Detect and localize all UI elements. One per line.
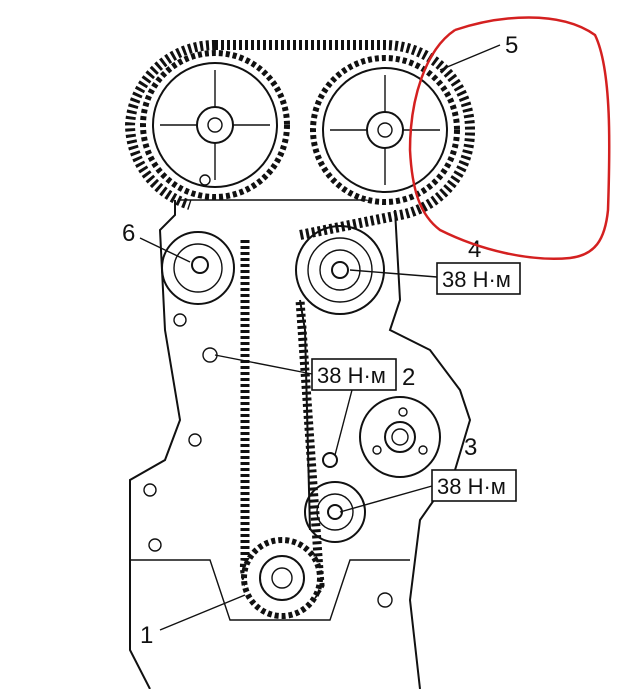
water-pump-pulley xyxy=(359,396,441,478)
torque-label-lower-idler: 38 Н·м xyxy=(431,469,517,502)
svg-text:38 Н·м: 38 Н·м xyxy=(317,363,386,388)
camshaft-sprocket-right xyxy=(310,55,460,205)
callout-3: 3 xyxy=(464,434,477,461)
callout-2: 2 xyxy=(402,364,415,391)
svg-text:38 Н·м: 38 Н·м xyxy=(437,474,506,499)
lower-idler-pulley xyxy=(304,452,366,543)
svg-text:38 Н·м: 38 Н·м xyxy=(442,267,511,292)
callout-1: 1 xyxy=(140,622,153,649)
engine-block xyxy=(129,199,472,689)
crankshaft-sprocket xyxy=(241,537,323,619)
torque-label-upper-idler: 38 Н·м xyxy=(436,262,521,295)
red-annotation-circle xyxy=(408,16,611,260)
callout-5: 5 xyxy=(505,32,518,59)
leader-lines xyxy=(139,44,501,631)
torque-label-tensioner-bolt: 38 Н·м xyxy=(311,358,397,391)
callout-4: 4 xyxy=(468,236,481,263)
camshaft-sprocket-left xyxy=(140,50,290,200)
callout-6: 6 xyxy=(122,220,135,247)
tensioner-pulley xyxy=(161,231,235,305)
upper-idler-pulley xyxy=(295,225,385,315)
